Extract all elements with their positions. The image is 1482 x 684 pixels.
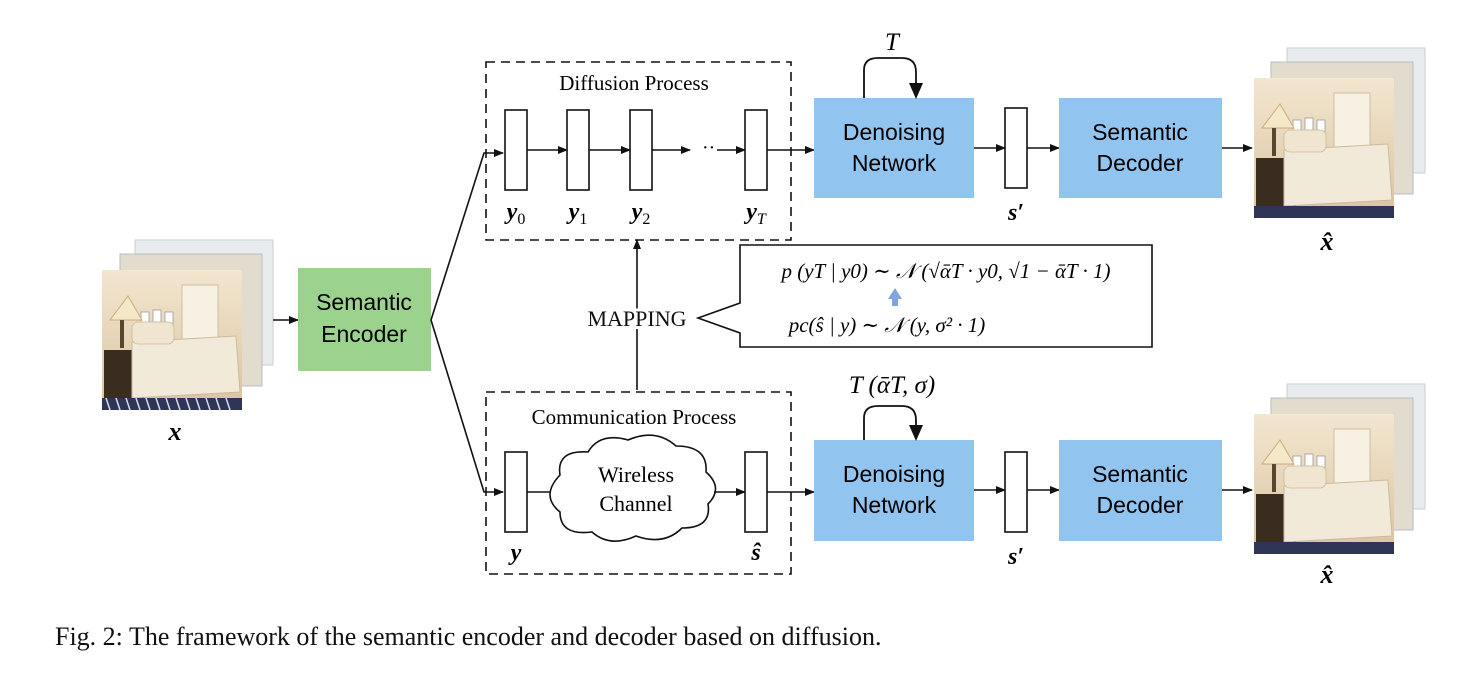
- label-y2: y2: [629, 199, 651, 228]
- latent-y: [504, 451, 528, 533]
- top-loop-arrow: [863, 57, 923, 99]
- communication-process-box: Communication Process y Wireless Channel…: [485, 391, 792, 575]
- bottom-loop-label: T (ᾱT, σ): [849, 372, 935, 399]
- bottom-output-label: x̂: [1320, 560, 1334, 589]
- top-loop-label: T: [885, 29, 901, 56]
- up-arrow-icon: [888, 288, 902, 306]
- bottom-latent-label: s′: [1007, 544, 1024, 570]
- top-output-label: x̂: [1320, 227, 1334, 256]
- bottom-decoder-line2: Decoder: [1097, 492, 1184, 518]
- top-decoder-line1: Semantic: [1092, 119, 1188, 145]
- input-image-stack: [102, 239, 274, 411]
- label-s-hat: ŝ: [750, 540, 761, 566]
- label-y0: y0: [504, 199, 526, 228]
- encoder-label-line1: Semantic: [316, 289, 412, 315]
- figure-caption: Fig. 2: The framework of the semantic en…: [55, 622, 882, 651]
- bottom-latent-s-prime: [1004, 451, 1028, 533]
- bedroom-photo: [102, 270, 242, 411]
- latent-y0: [504, 109, 528, 191]
- semantic-encoder-block: Semantic Encoder: [298, 268, 431, 371]
- arrow-encoder-to-communication: [430, 319, 504, 496]
- label-y1: y1: [566, 199, 588, 228]
- bottom-network-line1: Denoising: [843, 461, 945, 487]
- bottom-output-image-stack: [1254, 383, 1426, 554]
- diffusion-process-box: Diffusion Process ·· y0 y1 y2 yT: [485, 61, 792, 241]
- top-network-line2: Network: [852, 150, 937, 176]
- top-latent-label: s′: [1007, 200, 1024, 226]
- latent-y1: [566, 109, 590, 191]
- channel-line1: Wireless: [598, 462, 674, 487]
- latent-y2: [629, 109, 653, 191]
- mapping-label: MAPPING: [587, 306, 686, 331]
- diffusion-dots: ··: [702, 137, 715, 159]
- bottom-semantic-decoder: Semantic Decoder: [1059, 440, 1222, 541]
- top-latent-s-prime: [1004, 107, 1028, 189]
- wireless-channel-cloud: Wireless Channel: [549, 434, 717, 542]
- channel-line2: Channel: [599, 491, 672, 516]
- top-decoder-line2: Decoder: [1097, 150, 1184, 176]
- top-denoising-network: Denoising Network: [814, 98, 974, 198]
- input-label: x: [168, 417, 182, 446]
- mapping-formula-bottom: pc(ŝ | y) ∼ 𝒩 (y, σ² · 1): [787, 313, 986, 337]
- bottom-network-line2: Network: [852, 492, 937, 518]
- top-semantic-decoder: Semantic Decoder: [1059, 98, 1222, 198]
- label-y: y: [508, 540, 522, 566]
- bottom-decoder-line1: Semantic: [1092, 461, 1188, 487]
- arrow-encoder-to-diffusion: [430, 149, 504, 321]
- encoder-label-line2: Encoder: [321, 321, 407, 347]
- latent-s-hat: [744, 451, 768, 533]
- bottom-loop-arrow: [863, 405, 923, 441]
- diffusion-title: Diffusion Process: [559, 71, 709, 95]
- mapping-formula-box: p (yT | y0) ∼ 𝒩 (√ᾱT · y0, √1 − ᾱT · 1) …: [695, 244, 1153, 348]
- latent-yT: [744, 109, 768, 191]
- top-network-line1: Denoising: [843, 119, 945, 145]
- top-output-image-stack: [1254, 47, 1426, 218]
- bottom-denoising-network: Denoising Network: [814, 440, 974, 541]
- label-yT: yT: [743, 199, 767, 228]
- communication-title: Communication Process: [532, 405, 737, 429]
- mapping-formula-top: p (yT | y0) ∼ 𝒩 (√ᾱT · y0, √1 − ᾱT · 1): [779, 259, 1110, 283]
